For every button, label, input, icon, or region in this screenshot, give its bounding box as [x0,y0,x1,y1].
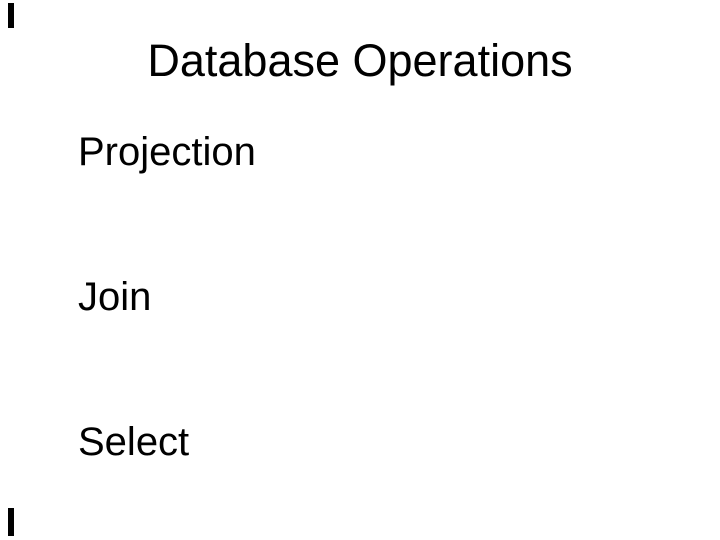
list-item-join: Join [78,275,152,319]
slide-title: Database Operations [147,35,573,86]
edge-artifact-bottom [8,508,14,536]
edge-artifact-top [8,3,14,28]
list-item-select: Select [78,420,190,464]
list-item-projection: Projection [78,130,256,174]
